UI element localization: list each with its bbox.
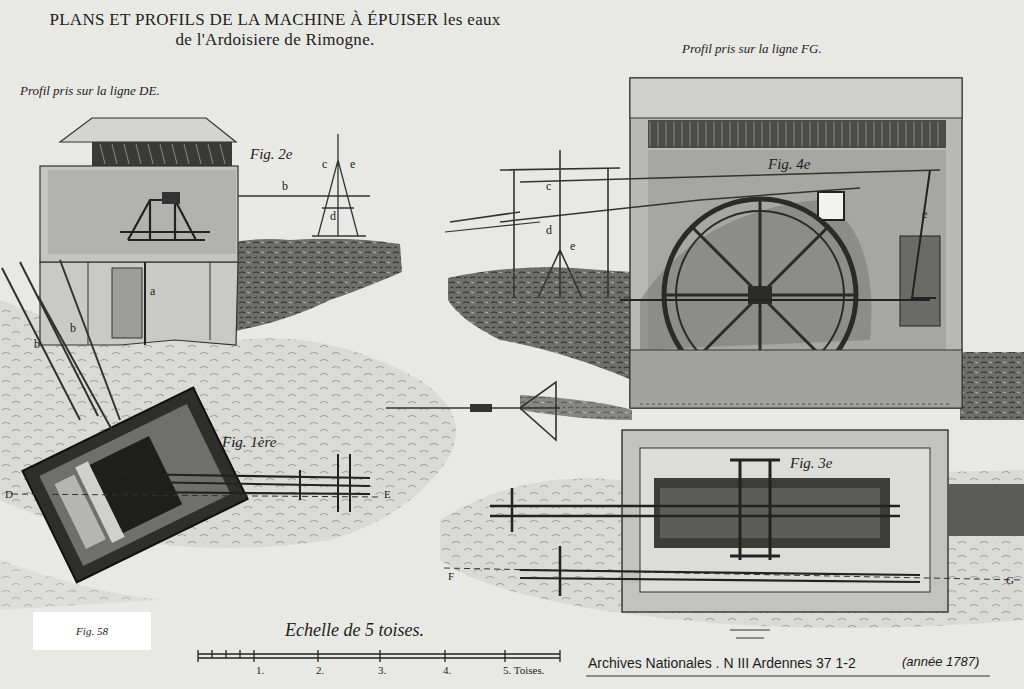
scale-number: 5. Toises. bbox=[503, 664, 545, 677]
scale-number: 2. bbox=[316, 664, 324, 677]
caption-box: Fig. 58 bbox=[33, 612, 151, 650]
callout-letter: G bbox=[1006, 574, 1014, 587]
archive-date: (année 1787) bbox=[902, 655, 979, 670]
figure-label: Fig. 2e bbox=[250, 146, 293, 163]
archive-reference: Archives Nationales . N III Ardennes 37 … bbox=[588, 655, 856, 671]
caption-text: Fig. 58 bbox=[76, 625, 108, 638]
section-note: Profil pris sur la ligne FG. bbox=[682, 42, 822, 57]
callout-letter: b bbox=[282, 180, 288, 194]
callout-letter: b bbox=[34, 338, 40, 352]
scale-title: Echelle de 5 toises. bbox=[285, 620, 424, 641]
callout-letter: e bbox=[570, 240, 575, 254]
scale-number: 3. bbox=[378, 664, 386, 677]
callout-letter: E bbox=[384, 488, 391, 501]
figure-label: Fig. 1ère bbox=[222, 434, 276, 451]
figure-label: Fig. 3e bbox=[790, 455, 833, 472]
callout-letter: c bbox=[322, 158, 327, 172]
figure-label: Fig. 4e bbox=[768, 156, 811, 173]
section-note: Profil pris sur la ligne DE. bbox=[20, 84, 160, 99]
callout-letter: a bbox=[150, 285, 155, 299]
callout-letter: d bbox=[546, 224, 552, 238]
callout-letter: D bbox=[5, 488, 13, 501]
callout-letter: e bbox=[350, 158, 355, 172]
scale-number: 1. bbox=[256, 664, 264, 677]
scale-number: 4. bbox=[443, 664, 451, 677]
callout-letter: c bbox=[546, 180, 551, 194]
callout-letter: F bbox=[448, 570, 454, 583]
callout-letter: d bbox=[330, 210, 336, 224]
callout-letter: b bbox=[70, 322, 76, 336]
callout-letter: e bbox=[922, 208, 927, 222]
drawing-title: PLANS ET PROFILS DE LA MACHINE À ÉPUISER… bbox=[40, 10, 510, 49]
